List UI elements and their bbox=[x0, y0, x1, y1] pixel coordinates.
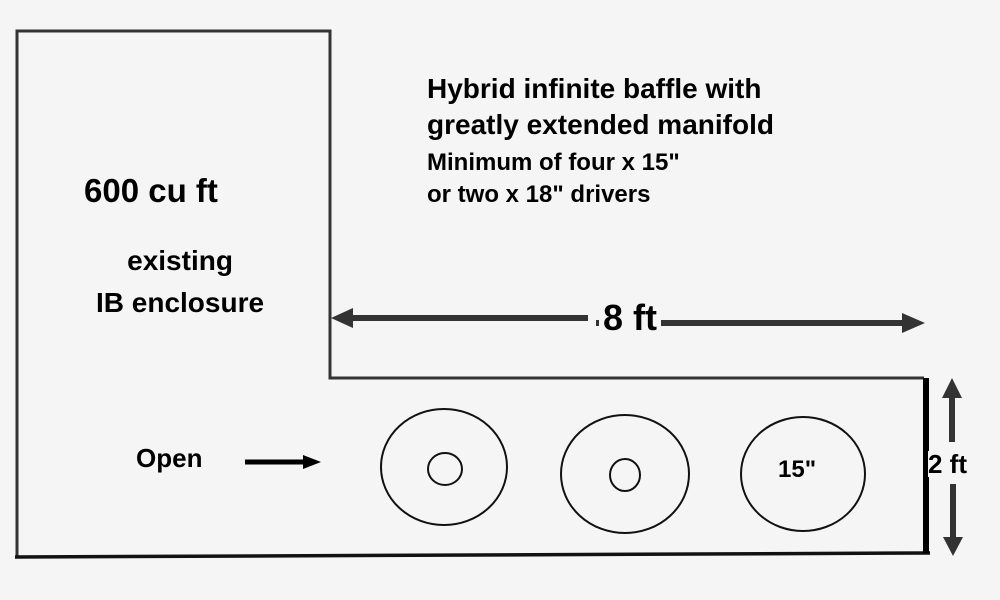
driver-1 bbox=[380, 408, 508, 526]
enclosure-label-line-1: existing bbox=[127, 245, 233, 276]
open-arrow-icon bbox=[245, 455, 321, 469]
subtitle-line-2: or two x 18" drivers bbox=[427, 181, 651, 208]
subtitle-line-1: Minimum of four x 15" bbox=[427, 149, 680, 176]
enclosure-outline bbox=[15, 29, 924, 557]
diagram-subtitle: Minimum of four x 15" or two x 18" drive… bbox=[427, 147, 680, 211]
enclosure-volume-label: 600 cu ft bbox=[84, 172, 218, 209]
enclosure-label: existing IB enclosure bbox=[96, 240, 264, 324]
height-label: 2 ft bbox=[928, 449, 967, 479]
driver-3 bbox=[740, 416, 866, 532]
driver-size-label: 15" bbox=[778, 456, 817, 483]
title-line-1: Hybrid infinite baffle with bbox=[427, 73, 762, 104]
enclosure-label-line-2: IB enclosure bbox=[96, 287, 265, 318]
height-dimension-arrow bbox=[942, 378, 963, 556]
open-label: Open bbox=[136, 443, 203, 473]
manifold-bottom-wall bbox=[14, 551, 931, 559]
diagram-title: Hybrid infinite baffle with greatly exte… bbox=[427, 71, 774, 143]
title-line-2: greatly extended manifold bbox=[427, 109, 774, 140]
driver-2 bbox=[560, 414, 690, 534]
length-label: 8 ft bbox=[599, 300, 661, 336]
